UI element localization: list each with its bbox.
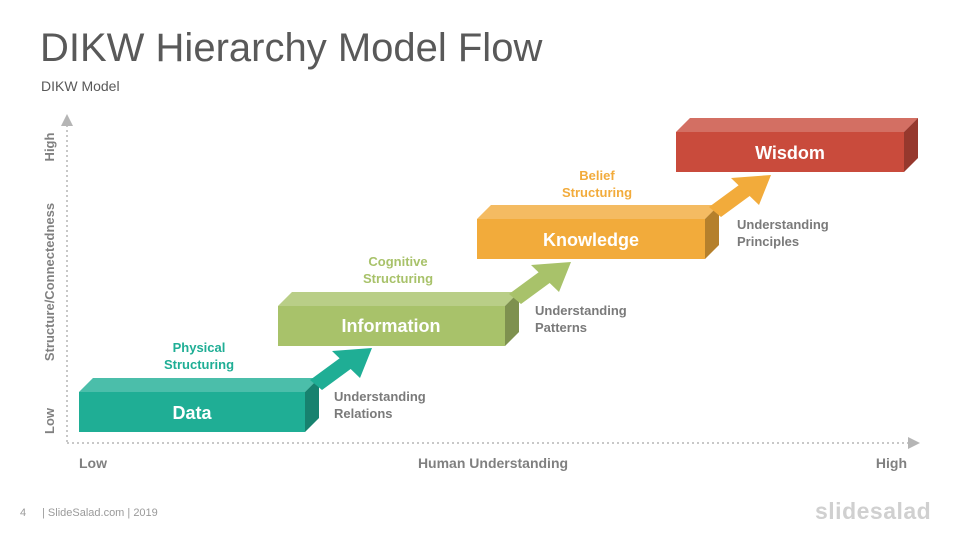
process-label-belief-line2: Structuring	[562, 185, 632, 200]
data-block-front	[79, 392, 305, 432]
slide-subtitle: DIKW Model	[41, 78, 120, 94]
information-block-label: Information	[342, 316, 441, 336]
wisdom-block-side	[904, 118, 918, 172]
arrow-1-head	[332, 348, 372, 378]
slide-title: DIKW Hierarchy Model Flow	[40, 26, 543, 70]
information-block-front	[278, 306, 505, 346]
arrow-2-head	[531, 262, 571, 292]
process-label-cognitive-line1: Cognitive	[368, 254, 427, 269]
understanding-patterns-line1: Understanding	[535, 303, 627, 318]
data-block-top-shade	[79, 378, 319, 392]
page-number: 4	[20, 507, 27, 519]
arrow-3-shaft	[709, 185, 751, 217]
understanding-relations-line1: Understanding	[334, 389, 426, 404]
understanding-relations-line2: Relations	[334, 406, 393, 421]
x-axis-high-label: High	[876, 455, 907, 471]
data-block-top	[79, 378, 319, 392]
understanding-principles-line2: Principles	[737, 234, 799, 249]
step-data: Data	[79, 378, 319, 432]
wisdom-block-side-shade	[904, 118, 918, 172]
step-information: Information	[278, 292, 519, 346]
x-axis-title: Human Understanding	[418, 455, 568, 471]
understanding-principles-line1: Understanding	[737, 217, 829, 232]
arrow-1-shaft	[310, 358, 352, 390]
arrow-3-head	[731, 175, 771, 205]
process-label-physical-line2: Structuring	[164, 357, 234, 372]
arrow-knowledge-to-wisdom	[709, 175, 771, 217]
arrow-data-to-information	[310, 348, 372, 390]
process-label-physical-line1: Physical	[173, 340, 226, 355]
x-axis-low-label: Low	[79, 455, 107, 471]
knowledge-block-label: Knowledge	[543, 230, 639, 250]
process-label-belief-line1: Belief	[579, 168, 615, 183]
brand-logo: slidesalad	[815, 498, 932, 524]
knowledge-block-side	[705, 205, 719, 259]
data-block-side	[305, 378, 319, 432]
wisdom-block-top-shade	[676, 118, 918, 132]
process-label-cognitive-line2: Structuring	[363, 271, 433, 286]
information-block-side-shade	[505, 292, 519, 346]
wisdom-block-top	[676, 118, 918, 132]
y-axis-low-label: Low	[42, 407, 57, 434]
footer-text: | SlideSalad.com | 2019	[42, 507, 158, 519]
y-axis-high-label: High	[42, 133, 57, 162]
understanding-patterns-line2: Patterns	[535, 320, 587, 335]
data-block-label: Data	[172, 403, 212, 423]
knowledge-block-side-shade	[705, 205, 719, 259]
information-block-top-shade	[278, 292, 519, 306]
information-block-side	[505, 292, 519, 346]
knowledge-block-top-shade	[477, 205, 719, 219]
knowledge-block-top	[477, 205, 719, 219]
data-block-side-shade	[305, 378, 319, 432]
arrow-2-shaft	[509, 272, 551, 304]
step-wisdom: Wisdom	[676, 118, 918, 172]
knowledge-block-front	[477, 219, 705, 259]
y-axis-title: Structure/Connectedness	[42, 203, 57, 361]
step-knowledge: Knowledge	[477, 205, 719, 259]
wisdom-block-label: Wisdom	[755, 143, 825, 163]
information-block-top	[278, 292, 519, 306]
wisdom-block-front	[676, 132, 904, 172]
arrow-information-to-knowledge	[509, 262, 571, 304]
